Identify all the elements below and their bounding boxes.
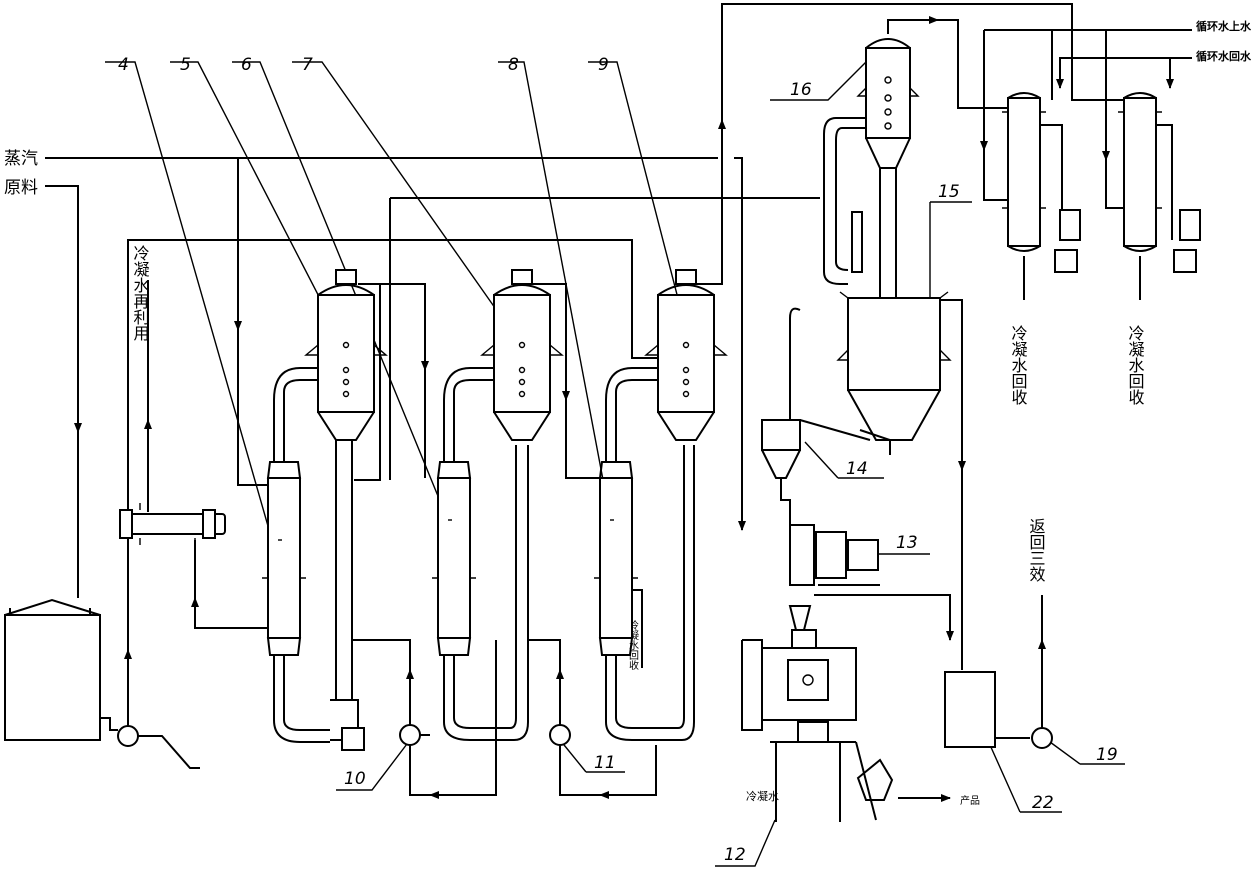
label-14: 14	[846, 459, 868, 479]
dryer-12	[761, 605, 894, 822]
label-11: 11	[594, 753, 616, 773]
effect-1-separator	[304, 269, 388, 441]
pump-11	[549, 724, 571, 746]
effect-2-heater	[432, 461, 476, 656]
condensate-recovery-label-2: 冷凝水回收	[1126, 325, 1145, 405]
effect-2-separator	[480, 269, 564, 441]
effect-1-heater	[262, 461, 306, 656]
effect-3-heater	[594, 461, 638, 656]
raw-material-label: 原料	[4, 178, 38, 198]
steam-label: 蒸汽	[4, 149, 38, 169]
label-12: 12	[724, 845, 746, 865]
evaporator-16	[856, 38, 920, 169]
outlet-label: 产品	[960, 794, 980, 807]
pump-17	[1054, 249, 1078, 273]
label-6: 6	[241, 55, 252, 75]
label-10: 10	[344, 769, 366, 789]
circulating-water-supply-label: 循环水上水	[1196, 19, 1252, 33]
condensate-reuse-label: 冷凝水再利用	[131, 245, 150, 342]
condenser-17	[1002, 92, 1046, 252]
return-third-effect-label: 返回三效	[1027, 518, 1046, 582]
label-8: 8	[508, 55, 519, 75]
tank-22	[944, 671, 996, 748]
label-9: 9	[598, 55, 609, 75]
label-19: 19	[1096, 745, 1118, 765]
effect-1-circulation-pump	[341, 727, 365, 751]
centrifuge-13	[789, 524, 880, 586]
tank-18	[1179, 209, 1201, 241]
label-15: 15	[938, 182, 960, 202]
circulating-water-return-label: 循环水回水	[1196, 49, 1252, 63]
effect-3-separator	[644, 269, 728, 441]
cooling-water-label: 冷凝水	[746, 789, 779, 803]
pump-18	[1173, 249, 1197, 273]
tank-17	[1059, 209, 1081, 241]
pump-19	[1031, 727, 1053, 749]
feed-pump	[117, 725, 200, 769]
preheater	[119, 503, 226, 545]
label-16: 16	[790, 80, 812, 100]
condenser-18	[1118, 92, 1162, 252]
crystallizer-15	[836, 291, 952, 455]
condensate-recovery-label-1: 冷凝水回收	[1009, 325, 1028, 405]
hopper-14	[761, 419, 801, 479]
sight-glass	[851, 211, 863, 273]
label-4: 4	[118, 55, 129, 75]
label-22: 22	[1032, 793, 1054, 813]
label-7: 7	[302, 55, 313, 75]
label-5: 5	[180, 55, 191, 75]
raw-material-tank	[4, 598, 101, 741]
label-13: 13	[896, 533, 918, 553]
pump-10	[399, 724, 421, 746]
